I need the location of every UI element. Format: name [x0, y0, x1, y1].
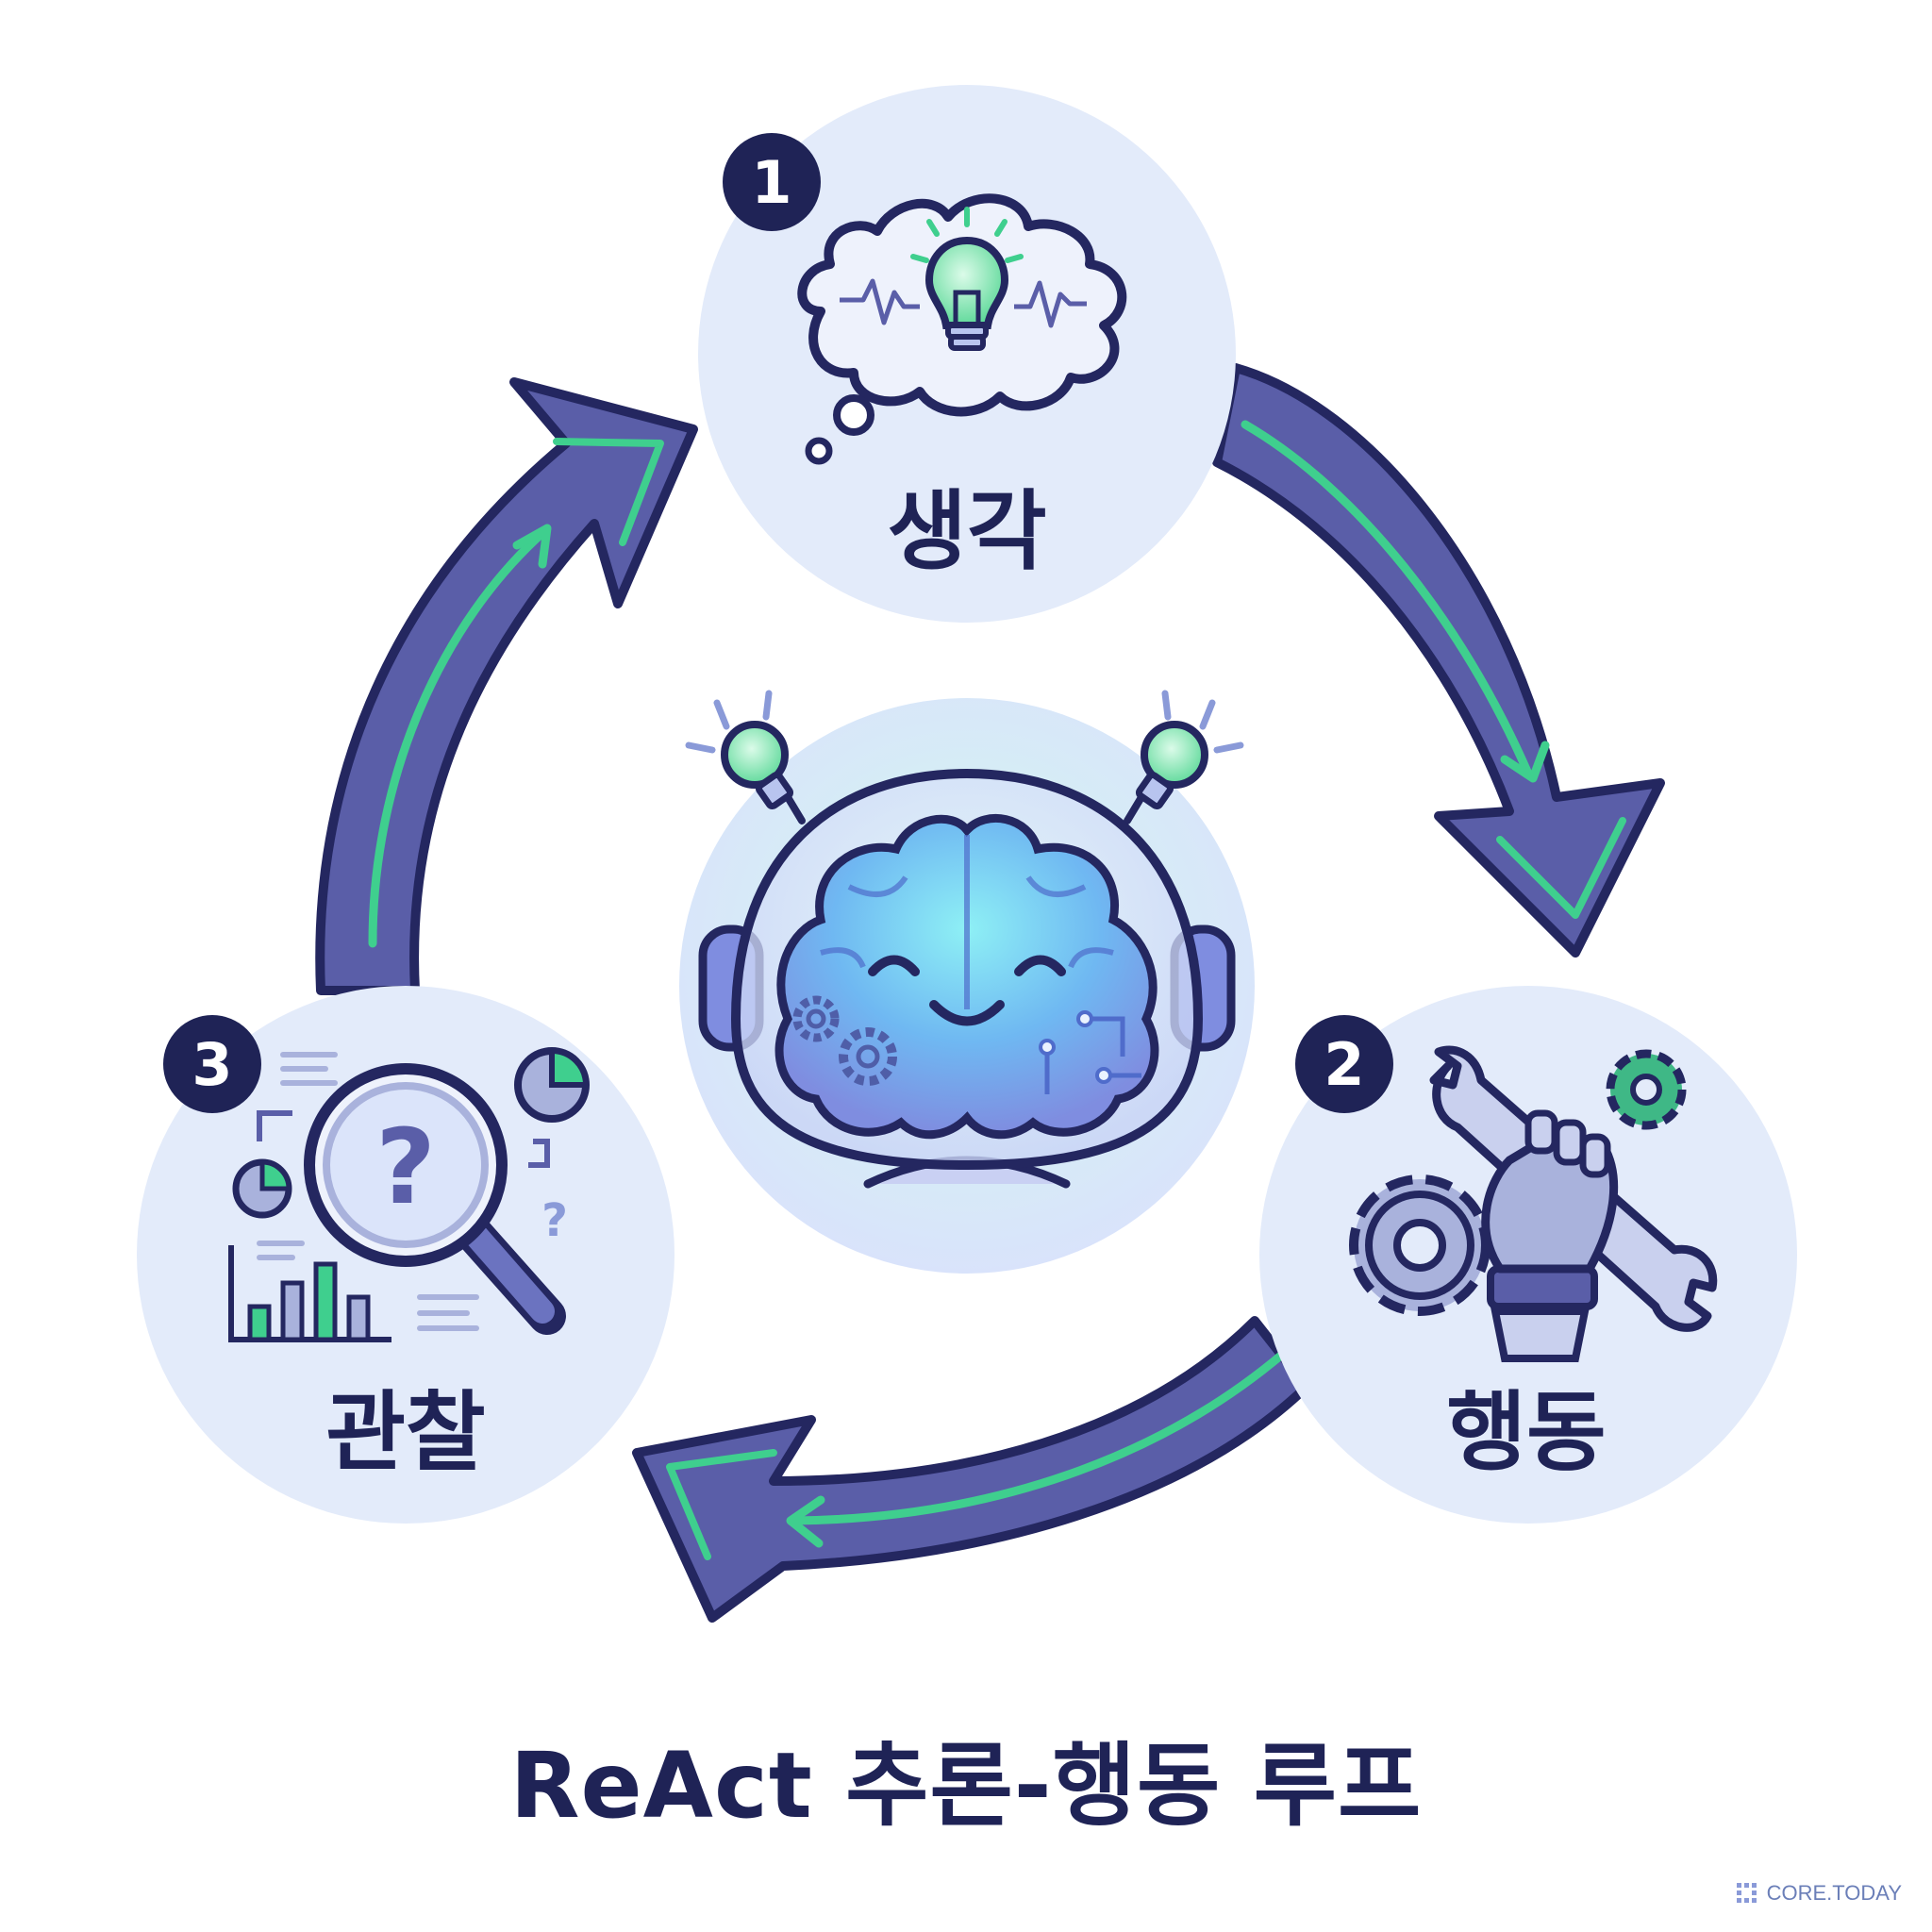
stage-label-act: 행동: [1446, 1382, 1606, 1483]
watermark-text: CORE.TODAY: [1766, 1881, 1902, 1905]
thought-cloud-lightbulb-icon: [797, 193, 1127, 465]
stage-badge-3: 3: [163, 1015, 261, 1113]
arrow-observe-to-think: [315, 377, 698, 995]
svg-text:1: 1: [751, 148, 791, 217]
robot-hand-wrench-gears-icon: [1349, 1045, 1718, 1362]
svg-text:?: ?: [541, 1194, 568, 1247]
svg-text:3: 3: [192, 1030, 232, 1099]
stage-badge-2: 2: [1295, 1015, 1393, 1113]
svg-text:?: ?: [375, 1107, 436, 1227]
diagram-title: ReAct 추론-행동 루프: [509, 1733, 1423, 1839]
stage-badge-1: 1: [723, 133, 821, 231]
magnifier-charts-icon: ? ?: [228, 1047, 590, 1342]
svg-text:2: 2: [1324, 1030, 1364, 1099]
core-today-logo-icon: [1736, 1883, 1757, 1903]
watermark: CORE.TODAY: [1735, 1881, 1902, 1906]
arrow-act-to-observe: [632, 1316, 1311, 1623]
arrow-think-to-act: [1212, 363, 1665, 958]
stage-label-think: 생각: [887, 481, 1046, 582]
stage-label-observe: 관찰: [325, 1382, 485, 1483]
robot-brain-icon: [679, 690, 1255, 1274]
